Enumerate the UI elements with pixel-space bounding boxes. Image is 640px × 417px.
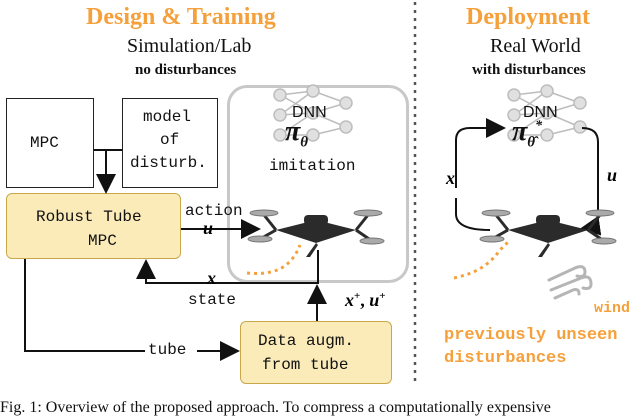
left-panel-subtitle: Simulation/Lab — [127, 35, 252, 57]
pi-symbol-left: π — [285, 116, 301, 147]
left-connectors — [24, 149, 327, 361]
policy-symbol-right: πθ̂* — [512, 116, 542, 152]
drone-icon-right — [479, 209, 617, 257]
imitation-label: imitation — [269, 157, 356, 175]
robust-tube-mpc-block — [6, 193, 181, 259]
mpc-label: MPC — [30, 134, 59, 152]
tube-label: tube — [148, 341, 187, 359]
model-label-line1: model — [143, 108, 192, 126]
model-label-line2: of — [160, 131, 180, 149]
unseen-line1: previously unseen — [444, 326, 618, 345]
left-panel-note: no disturbances — [135, 62, 237, 78]
data-augm-label-line2: from tube — [262, 356, 349, 374]
neural-network-icon-left — [273, 84, 353, 142]
right-panel-note: with disturbances — [472, 62, 586, 78]
star-superscript-right: * — [535, 118, 543, 134]
dnn-label-right: DNN — [523, 104, 558, 121]
signals-comma: , — [360, 290, 370, 310]
neural-network-icon-right — [507, 84, 587, 142]
policy-symbol-left: πθ — [285, 116, 308, 152]
data-augmentation-block — [240, 321, 392, 384]
left-panel-title: Design & Training — [86, 4, 276, 30]
drone-to-state-line — [455, 198, 491, 231]
robust-tube-label-line1: Robust Tube — [36, 208, 142, 226]
theta-hat-subscript-right: θ̂ — [527, 134, 536, 151]
mpc-block — [6, 98, 94, 188]
robust-tube-label-line2: MPC — [88, 232, 117, 250]
x-plus-sup: + — [354, 290, 361, 302]
right-panel-subtitle: Real World — [490, 35, 581, 57]
trajectory-right — [453, 240, 510, 280]
x-label-right: x — [446, 168, 455, 188]
x-plus-symbol: x — [345, 290, 354, 310]
state-label: state — [188, 291, 237, 309]
pi-symbol-right: π — [512, 116, 528, 147]
disturbance-model-block — [122, 98, 218, 188]
action-label: action — [185, 202, 243, 220]
figure-caption: Fig. 1: Overview of the proposed approac… — [0, 399, 551, 416]
right-panel-title: Deployment — [466, 4, 590, 30]
panel-divider — [413, 2, 417, 383]
state-feedback-arrow — [136, 250, 319, 284]
theta-subscript-left: θ — [300, 134, 309, 151]
mpc-to-robust-arrow — [94, 149, 116, 194]
data-augm-label-line1: Data augm. — [258, 332, 355, 350]
x-label: x — [207, 268, 216, 288]
u-label: u — [203, 218, 214, 238]
augmented-signals-label: x+, u+ — [345, 290, 386, 311]
tube-arrow — [24, 259, 145, 352]
u-label-right: u — [607, 165, 618, 185]
wind-icon — [547, 265, 593, 300]
drone-icon-left — [247, 209, 385, 257]
state-to-policy-arrow — [455, 118, 506, 188]
wind-label: wind — [594, 300, 631, 317]
dnn-label-left: DNN — [292, 104, 327, 121]
u-plus-sup: + — [379, 290, 386, 302]
u-plus-symbol: u — [369, 290, 380, 310]
unseen-line2: disturbances — [444, 349, 567, 368]
trajectory-left — [246, 244, 302, 275]
model-label-line3: disturb. — [130, 154, 207, 172]
